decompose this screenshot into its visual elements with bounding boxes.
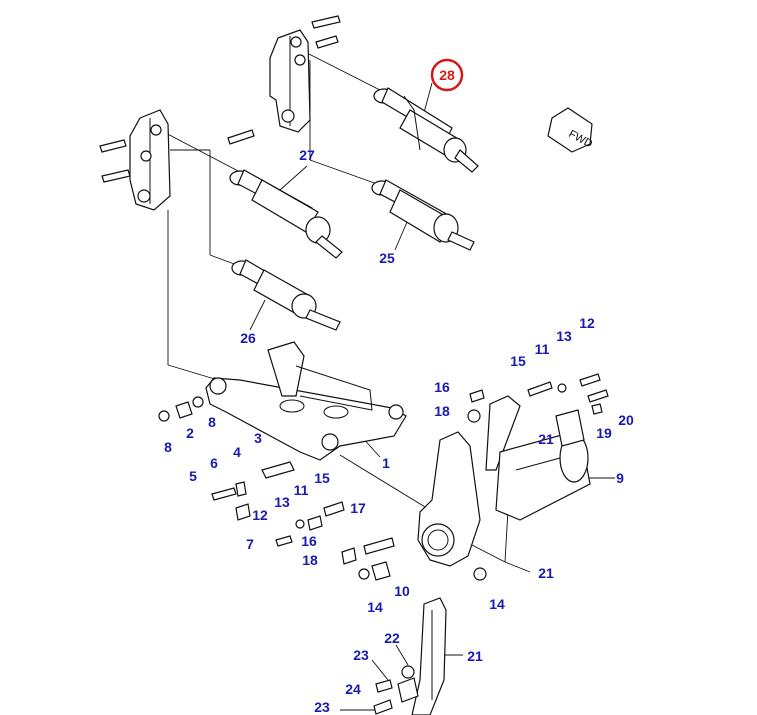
callout-17[interactable]: 17 — [350, 500, 366, 516]
callout-23-lower[interactable]: 23 — [314, 699, 330, 715]
callout-12[interactable]: 12 — [579, 315, 595, 331]
callout-28-highlighted[interactable]: 28 — [439, 67, 455, 83]
callout-23-upper[interactable]: 23 — [353, 647, 369, 663]
callout-1[interactable]: 1 — [382, 455, 390, 471]
callout-7[interactable]: 7 — [246, 536, 254, 552]
callout-15-lower[interactable]: 15 — [314, 470, 330, 486]
callout-18[interactable]: 18 — [434, 403, 450, 419]
callout-14-left[interactable]: 14 — [367, 599, 383, 615]
forward-direction-marker: FWD — [547, 107, 594, 153]
callout-18-lower[interactable]: 18 — [302, 552, 318, 568]
upper-mount-bracket — [269, 15, 341, 133]
cylinder-part-25 — [371, 179, 475, 251]
callout-labels: 28 27 25 26 16 18 15 11 13 12 8 2 8 3 1 … — [164, 67, 634, 715]
callout-9[interactable]: 9 — [616, 470, 624, 486]
callout-11-lower[interactable]: 11 — [294, 482, 309, 498]
callout-24[interactable]: 24 — [345, 681, 361, 697]
cylinder-part-26 — [231, 259, 341, 331]
frame-hardware — [158, 389, 485, 581]
callout-16-lower[interactable]: 16 — [301, 533, 317, 549]
leader-lines — [159, 51, 615, 711]
callout-3[interactable]: 3 — [254, 430, 262, 446]
callout-10[interactable]: 10 — [394, 583, 410, 599]
callout-20[interactable]: 20 — [618, 412, 634, 428]
highlight-ring — [430, 58, 464, 92]
callout-8[interactable]: 8 — [164, 439, 172, 455]
callout-16[interactable]: 16 — [434, 379, 450, 395]
callout-13-lower[interactable]: 13 — [274, 494, 290, 510]
callout-8-right[interactable]: 8 — [208, 414, 216, 430]
callout-6[interactable]: 6 — [210, 455, 218, 471]
cylinder-part-27 — [229, 169, 343, 259]
callout-15[interactable]: 15 — [510, 353, 526, 369]
callout-11[interactable]: 11 — [535, 341, 550, 357]
callout-21-bottom[interactable]: 21 — [467, 648, 483, 664]
callout-12-lower[interactable]: 12 — [252, 507, 268, 523]
cylinder-part-28 — [373, 87, 479, 173]
callout-26[interactable]: 26 — [240, 330, 256, 346]
lower-arm-part-21 — [373, 597, 447, 715]
callout-22[interactable]: 22 — [384, 630, 400, 646]
callout-19[interactable]: 19 — [596, 425, 612, 441]
callout-13[interactable]: 13 — [556, 328, 572, 344]
callout-2[interactable]: 2 — [186, 425, 194, 441]
callout-25[interactable]: 25 — [379, 250, 395, 266]
callout-21-top[interactable]: 21 — [538, 431, 554, 447]
callout-27[interactable]: 27 — [299, 147, 315, 163]
lower-mount-bracket — [99, 109, 255, 211]
callout-21-mid[interactable]: 21 — [538, 565, 554, 581]
linkage-assembly — [417, 373, 609, 581]
frame-part-1 — [205, 341, 407, 461]
callout-14-right[interactable]: 14 — [489, 596, 505, 612]
callout-4[interactable]: 4 — [233, 444, 241, 460]
callout-5[interactable]: 5 — [189, 468, 197, 484]
